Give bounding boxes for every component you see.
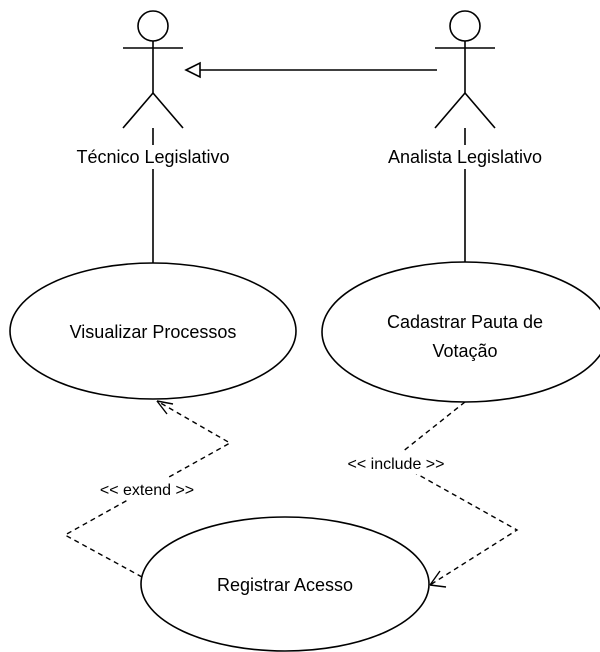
extend-label: << extend >> [100,482,194,499]
extend-label-group: << extend >> [80,478,216,500]
include-relationship [390,401,519,586]
actor-tecnico-legislativo[interactable] [122,10,184,129]
include-dashed-line [390,401,519,586]
extend-arrowhead [156,400,174,415]
actor-analista-right-leg [464,92,496,129]
include-label-group: << include >> [326,452,466,474]
generalization-arrowhead [184,61,201,79]
actor-analista-legislativo[interactable] [434,10,496,129]
use-case-cadastrar-pauta[interactable]: Cadastrar Pauta de Votação [321,261,600,403]
use-case-cadastrar-ellipse [321,261,600,403]
actor-label-analista-group: Analista Legislativo [372,145,560,169]
actor-label-tecnico: Técnico Legislativo [76,147,229,167]
actor-tecnico-right-leg [152,92,184,129]
use-case-visualizar-processos[interactable]: Visualizar Processos [9,262,297,400]
actor-tecnico-head [137,10,169,42]
actor-tecnico-left-leg [122,92,154,129]
use-case-registrar-ellipse [140,516,430,652]
actor-analista-left-leg [434,92,466,129]
use-case-visualizar-ellipse [9,262,297,400]
use-case-registrar-acesso[interactable]: Registrar Acesso [140,516,430,652]
include-arrowhead [429,570,447,588]
use-case-visualizar-label: Visualizar Processos [70,322,237,342]
actor-label-tecnico-group: Técnico Legislativo [60,145,245,169]
use-case-registrar-label: Registrar Acesso [217,575,353,595]
generalization-arrow [184,61,437,79]
use-case-cadastrar-label-line1: Cadastrar Pauta de [387,312,543,332]
actor-analista-head [449,10,481,42]
actor-label-analista: Analista Legislativo [388,147,542,167]
use-case-cadastrar-label-line2: Votação [432,341,497,361]
include-label: << include >> [348,456,445,473]
